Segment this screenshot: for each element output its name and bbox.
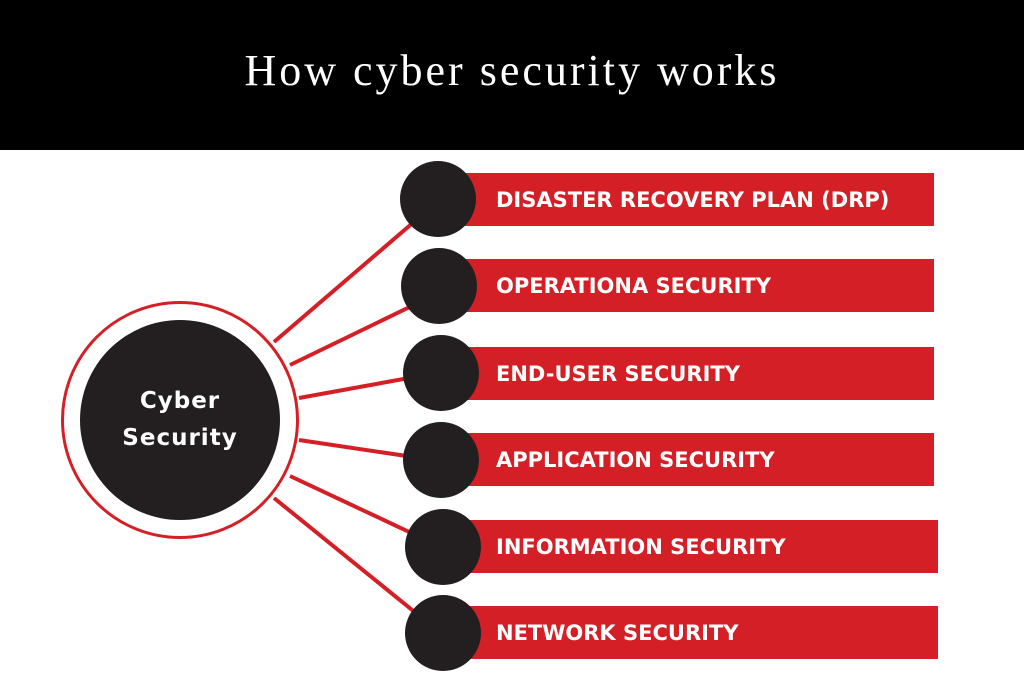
connector-line-1 (272, 213, 424, 344)
item-bar-operational-security: OPERATIONA SECURITY (438, 259, 934, 312)
item-bar-application-security: APPLICATION SECURITY (438, 433, 934, 486)
item-bar-end-user-security: END-USER SECURITY (438, 347, 934, 400)
hub-circle: Cyber Security (80, 320, 280, 520)
item-dot-2 (401, 248, 477, 324)
item-label: APPLICATION SECURITY (496, 447, 775, 472)
item-dot-5 (405, 509, 481, 585)
connector-line-4 (298, 438, 421, 460)
page-title: How cyber security works (244, 45, 780, 95)
item-dot-6 (405, 595, 481, 671)
connector-line-6 (272, 496, 424, 620)
item-bar-information-security: INFORMATION SECURITY (438, 520, 938, 573)
header-banner: How cyber security works (0, 0, 1024, 150)
connector-line-2 (289, 300, 421, 367)
hub-label-line1: Cyber (139, 388, 221, 414)
hub-label-line2: Security (122, 425, 238, 451)
item-bar-network-security: NETWORK SECURITY (438, 606, 938, 659)
item-dot-3 (403, 335, 479, 411)
connector-line-3 (298, 374, 421, 400)
item-label: INFORMATION SECURITY (496, 534, 786, 559)
item-label: END-USER SECURITY (496, 361, 740, 386)
connector-line-5 (289, 474, 423, 540)
item-bar-disaster-recovery: DISASTER RECOVERY PLAN (DRP) (438, 173, 934, 226)
item-dot-1 (400, 161, 476, 237)
item-label: NETWORK SECURITY (496, 620, 739, 645)
item-label: OPERATIONA SECURITY (496, 273, 771, 298)
item-label: DISASTER RECOVERY PLAN (DRP) (496, 187, 890, 212)
item-dot-4 (403, 422, 479, 498)
